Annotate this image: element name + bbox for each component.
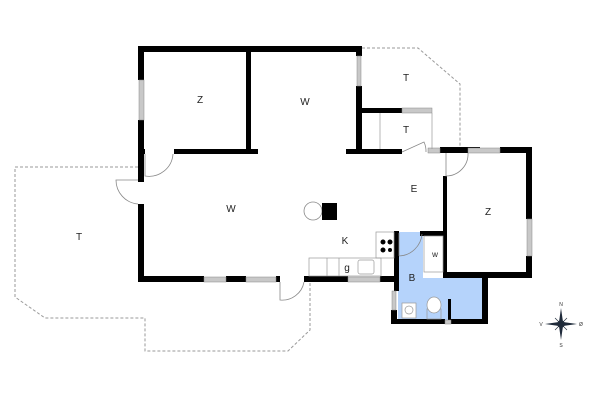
terrace-outlines <box>14 47 461 352</box>
room-label-w-small: w <box>431 250 438 259</box>
room-label-t-top: T <box>403 73 409 84</box>
stove-icon <box>380 239 393 253</box>
round-table-icon <box>303 201 323 221</box>
compass-rose-icon: N S V Ø <box>539 302 583 349</box>
room-label-b: B <box>409 273 416 284</box>
door-swings <box>115 141 469 301</box>
room-label-w1: W <box>300 97 310 108</box>
compass-north: N <box>559 302 563 308</box>
compass-west: V <box>539 322 543 328</box>
fixtures <box>308 113 444 320</box>
stove-block-icon <box>322 203 337 220</box>
room-label-z1: Z <box>197 95 203 106</box>
walls <box>138 46 532 324</box>
room-label-z2: Z <box>485 207 491 218</box>
room-label-e: E <box>411 184 418 195</box>
room-label-k: K <box>342 236 349 247</box>
compass-east: Ø <box>579 322 583 328</box>
room-label-t-small: T <box>403 125 409 136</box>
room-labels: Z W T T W E Z K B w g T <box>76 73 491 284</box>
bathroom-floor <box>398 232 482 320</box>
windows <box>138 55 533 325</box>
compass-south: S <box>559 343 563 349</box>
room-label-t-left: T <box>76 232 82 243</box>
room-label-g: g <box>344 263 350 274</box>
room-label-w-main: W <box>226 204 236 215</box>
